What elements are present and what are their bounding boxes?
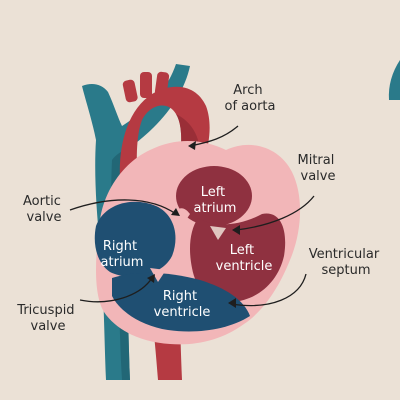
label-ventricular-septum-line1: Ventricular	[309, 247, 380, 262]
left-ventricle-chamber	[190, 213, 286, 303]
label-left-atrium: Left atrium	[194, 185, 237, 216]
arrow-ventricular-septum	[231, 273, 307, 307]
aorta-branch-2	[140, 72, 152, 98]
arrow-aortic-valve	[69, 199, 177, 215]
label-aortic-valve-line2: valve	[27, 210, 62, 225]
label-right-atrium-line1: Right	[103, 239, 137, 254]
arrowhead-ventricular-septum	[228, 298, 236, 308]
label-left-ventricle-line1: Left	[230, 243, 254, 258]
label-right-ventricle-line2: ventricle	[154, 305, 211, 320]
label-right-ventricle-line1: Right	[163, 289, 197, 304]
arrowhead-tricuspid-valve	[147, 274, 155, 283]
label-mitral-valve-line2: valve	[301, 169, 336, 184]
partial-vessel-edge	[388, 60, 400, 100]
arrow-mitral-valve	[235, 195, 315, 231]
aortic-arch	[119, 86, 210, 190]
label-arch-of-aorta-line2: of aorta	[225, 99, 276, 114]
label-arch-of-aorta-line1: Arch	[233, 83, 262, 98]
label-arch-of-aorta: Arch of aorta	[225, 83, 276, 114]
label-left-atrium-line2: atrium	[194, 201, 237, 216]
label-tricuspid-valve-line1: Tricuspid	[16, 303, 74, 318]
arrowhead-mitral-valve	[232, 225, 240, 235]
arrowhead-aortic-valve	[171, 208, 180, 216]
aorta-branch-1	[122, 79, 138, 103]
label-aortic-valve: Aortic valve	[23, 194, 65, 225]
label-right-atrium: Right atrium	[101, 239, 144, 270]
tricuspid-valve-flap	[150, 268, 166, 282]
label-aortic-valve-line1: Aortic	[23, 194, 61, 209]
label-right-atrium-line2: atrium	[101, 255, 144, 270]
label-left-ventricle: Left ventricle	[216, 243, 273, 274]
label-right-ventricle: Right ventricle	[154, 289, 211, 320]
left-atrium-chamber	[176, 166, 252, 226]
label-mitral-valve: Mitral valve	[298, 153, 339, 184]
label-left-atrium-line1: Left	[201, 185, 225, 200]
label-ventricular-septum-line2: septum	[321, 263, 370, 278]
label-tricuspid-valve-line2: valve	[31, 319, 66, 334]
aorta-branch-3	[154, 71, 170, 97]
arrowhead-arch-of-aorta	[188, 141, 196, 150]
label-ventricular-septum: Ventricular septum	[309, 247, 384, 278]
right-atrium-chamber	[94, 201, 176, 277]
right-ventricle-chamber	[112, 272, 250, 332]
mitral-valve-flap	[210, 226, 226, 240]
label-left-ventricle-line2: ventricle	[216, 259, 273, 274]
label-tricuspid-valve: Tricuspid valve	[16, 303, 78, 334]
label-mitral-valve-line1: Mitral	[298, 153, 335, 168]
arrow-tricuspid-valve	[79, 277, 153, 303]
